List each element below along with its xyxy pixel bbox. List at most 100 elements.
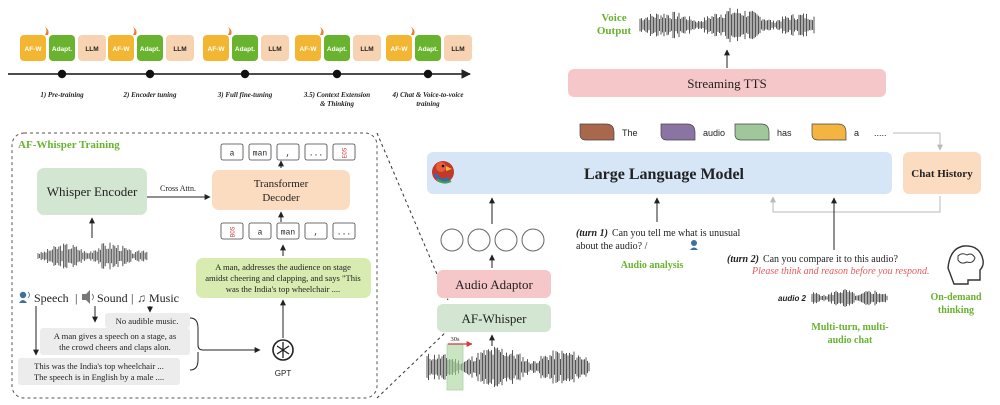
- token-label: a: [258, 229, 263, 238]
- audio-analysis-label: Audio analysis: [621, 260, 684, 271]
- timeline-dot: [240, 69, 250, 79]
- llm-label: Large Language Model: [584, 166, 745, 183]
- caption-line-1: A man, addresses the audience on stage: [215, 262, 351, 272]
- token-label: man: [281, 229, 296, 238]
- timeline-dot: [57, 69, 67, 79]
- stage-block: [78, 35, 106, 61]
- llm-token-label: audio: [703, 128, 725, 138]
- transformer-decoder-box: [212, 170, 350, 210]
- stage-block: [108, 35, 134, 61]
- stage-block-label: AF-W: [25, 46, 43, 53]
- stage-label: 2) Encoder tuning: [123, 91, 177, 99]
- stage-label-2: training: [416, 100, 440, 108]
- timeline-stage: AF-W Adapt. LLM 3) Full fine-tuning: [203, 27, 289, 99]
- music-caption-box: [105, 313, 190, 328]
- af-whisper-box: [437, 304, 551, 332]
- zoom-line-bottom: [376, 329, 449, 399]
- token-label: a: [230, 150, 235, 159]
- speech-label: Speech: [34, 291, 69, 305]
- speech-caption-line-1: This was the India's top wheelchair ...: [34, 361, 164, 371]
- chat-history-box: [903, 152, 981, 194]
- token-chip: [734, 123, 770, 141]
- decoder-label-2: Decoder: [262, 192, 300, 204]
- window-length-label: 30s: [450, 336, 460, 343]
- stage-block-label: LLM: [85, 46, 98, 53]
- thinking-head-icon: [947, 245, 984, 285]
- llm-box: [427, 152, 892, 194]
- on-demand-label-1: On-demand: [930, 292, 982, 303]
- stage-block-label: Adapt.: [327, 46, 347, 53]
- audio-adaptor-label: Audio Adaptor: [455, 277, 533, 292]
- af-whisper-label: AF-Whisper: [462, 311, 528, 326]
- speaking-head-icon: [690, 240, 698, 250]
- speech-caption-line-2: The speech is in English by a male ....: [34, 372, 164, 382]
- streaming-tts-label: Streaming TTS: [687, 76, 767, 91]
- caption-box: [196, 258, 371, 298]
- embedding-token: [521, 228, 545, 252]
- multi-turn-label-2: audio chat: [828, 335, 873, 346]
- streaming-tts-box: [568, 69, 886, 97]
- stage-block: [261, 35, 289, 61]
- turn1-text-2: about the audio? /: [576, 241, 648, 252]
- token-box: [276, 222, 300, 240]
- sound-caption-line-1: A man gives a speech on a stage, as: [54, 331, 177, 341]
- turn2-line: (turn 2)Can you compare it to this audio…: [727, 254, 898, 265]
- stage-label: 3.5) Context Extension: [303, 91, 370, 99]
- fire-icon: [133, 27, 137, 35]
- stage-label-2: & Thinking: [320, 100, 355, 108]
- stage-block-label: AF-W: [113, 46, 131, 53]
- captions-to-gpt-brace: [189, 317, 261, 353]
- on-demand-label-2: thinking: [938, 305, 974, 316]
- stage-block-label: Adapt.: [235, 46, 255, 53]
- stage-block: [324, 35, 350, 61]
- music-caption: No audible music.: [116, 316, 179, 326]
- stage-block: [166, 35, 194, 61]
- panel-border: [11, 132, 378, 399]
- chat-history-label: Chat History: [911, 168, 973, 180]
- turn1-text: Can you tell me what is unusual: [612, 228, 741, 239]
- caption-line-3: was the India's top wheelchair ....: [226, 284, 340, 294]
- speech-caption-box: [18, 358, 180, 385]
- turn2-text: Can you compare it to this audio?: [763, 254, 899, 265]
- sound-caption-box: [40, 328, 190, 355]
- llm-token-ellipsis: .....: [874, 128, 887, 138]
- token-chip: [579, 123, 615, 141]
- stage-block: [415, 35, 441, 61]
- stage-block-label: AF-W: [208, 46, 226, 53]
- stage-label: 3) Full fine-tuning: [217, 91, 273, 99]
- stage-label: 1) Pre-training: [40, 91, 84, 99]
- stage-block: [386, 35, 412, 61]
- audio-embeddings: [440, 228, 545, 252]
- fire-icon: [228, 27, 232, 35]
- whisper-encoder-label: Whisper Encoder: [47, 184, 138, 199]
- sound-caption-line-2: the crowd cheers and claps alon.: [59, 342, 171, 352]
- separator-2: |: [131, 291, 133, 305]
- stage-block-label: LLM: [268, 46, 281, 53]
- stage-label: 4) Chat & Voice-to-voice: [392, 91, 464, 99]
- speech-icon: [19, 291, 30, 303]
- af-whisper-training-panel: AF-Whisper Training Whisper Encoder Cros…: [11, 132, 449, 399]
- modality-row: Speech | Sound | ♫ Music: [19, 290, 179, 305]
- stage-block-label: Adapt.: [418, 46, 438, 53]
- turn1-line-1: (turn 1) Can you tell me what is unusual: [576, 228, 740, 239]
- stage-block-label: AF-W: [300, 46, 318, 53]
- llm-token-label: has: [777, 128, 792, 138]
- token-box: [276, 143, 300, 161]
- audio-adaptor-box: [437, 270, 551, 298]
- stage-block-label: AF-W: [391, 46, 409, 53]
- llm-token-label: a: [854, 128, 859, 138]
- zoom-line-top: [376, 132, 449, 301]
- token-box: [248, 222, 272, 240]
- sound-icon: [82, 290, 94, 304]
- token-box: [220, 222, 244, 240]
- token-box: [332, 143, 356, 161]
- token-box: [332, 222, 356, 240]
- history-feedback-arrow: [770, 196, 941, 213]
- turn1-label: (turn 1): [576, 228, 608, 239]
